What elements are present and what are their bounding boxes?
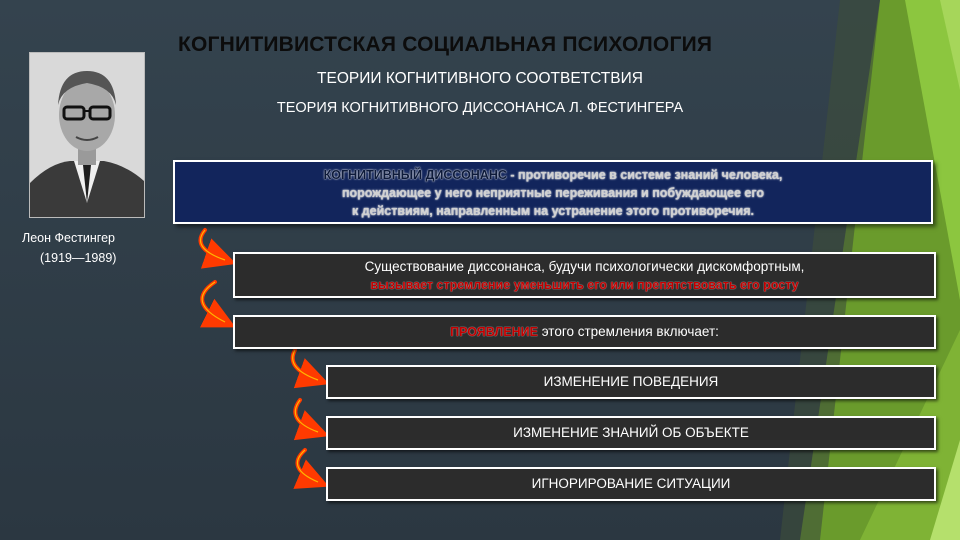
effect-line2: вызывает стремление уменьшить его или пр…: [370, 278, 799, 292]
definition-text-line3: к действиям, направленным на устранение …: [352, 204, 754, 218]
list-item: ИЗМЕНЕНИЕ ПОВЕДЕНИЯ: [326, 365, 936, 399]
definition-text-line2: порождающее у него неприятные переживани…: [341, 186, 765, 200]
dissonance-effect-box: Существование диссонанса, будучи психоло…: [233, 252, 936, 298]
list-item-label: ИЗМЕНЕНИЕ ЗНАНИЙ ОБ ОБЪЕКТЕ: [513, 425, 749, 440]
definition-box: КОГНИТИВНЫЙ ДИССОНАНС - противоречие в с…: [173, 160, 933, 224]
list-item-label: ИГНОРИРОВАНИЕ СИТУАЦИИ: [531, 476, 731, 491]
portrait-photo: [29, 52, 145, 218]
slide-subheading: ТЕОРИЯ КОГНИТИВНОГО ДИССОНАНСА Л. ФЕСТИН…: [276, 100, 684, 116]
curved-arrow-icon: [290, 348, 330, 389]
portrait-name: Леон Фестингер: [22, 231, 115, 245]
definition-term: КОГНИТИВНЫЙ ДИССОНАНС: [323, 168, 507, 182]
portrait-years: (1919—1989): [40, 251, 117, 265]
manifestation-highlight: ПРОЯВЛЕНИЕ: [450, 325, 538, 339]
portrait-caption: Леон Фестингер (1919—1989): [22, 228, 152, 268]
definition-text-line1: - противоречие в системе знаний человека…: [506, 168, 783, 182]
list-item: ИЗМЕНЕНИЕ ЗНАНИЙ ОБ ОБЪЕКТЕ: [326, 416, 936, 450]
effect-line1: Существование диссонанса, будучи психоло…: [364, 259, 805, 274]
manifestation-text: этого стремления включает:: [537, 324, 719, 339]
slide-subtitle: ТЕОРИИ КОГНИТИВНОГО СООТВЕТСТВИЯ: [317, 70, 643, 87]
manifestation-box: ПРОЯВЛЕНИЕ этого стремления включает:: [233, 315, 936, 349]
list-item-label: ИЗМЕНЕНИЕ ПОВЕДЕНИЯ: [543, 374, 719, 389]
list-item: ИГНОРИРОВАНИЕ СИТУАЦИИ: [326, 467, 936, 501]
slide-title: КОГНИТИВИСТСКАЯ СОЦИАЛЬНАЯ ПСИХОЛОГИЯ: [178, 33, 713, 56]
